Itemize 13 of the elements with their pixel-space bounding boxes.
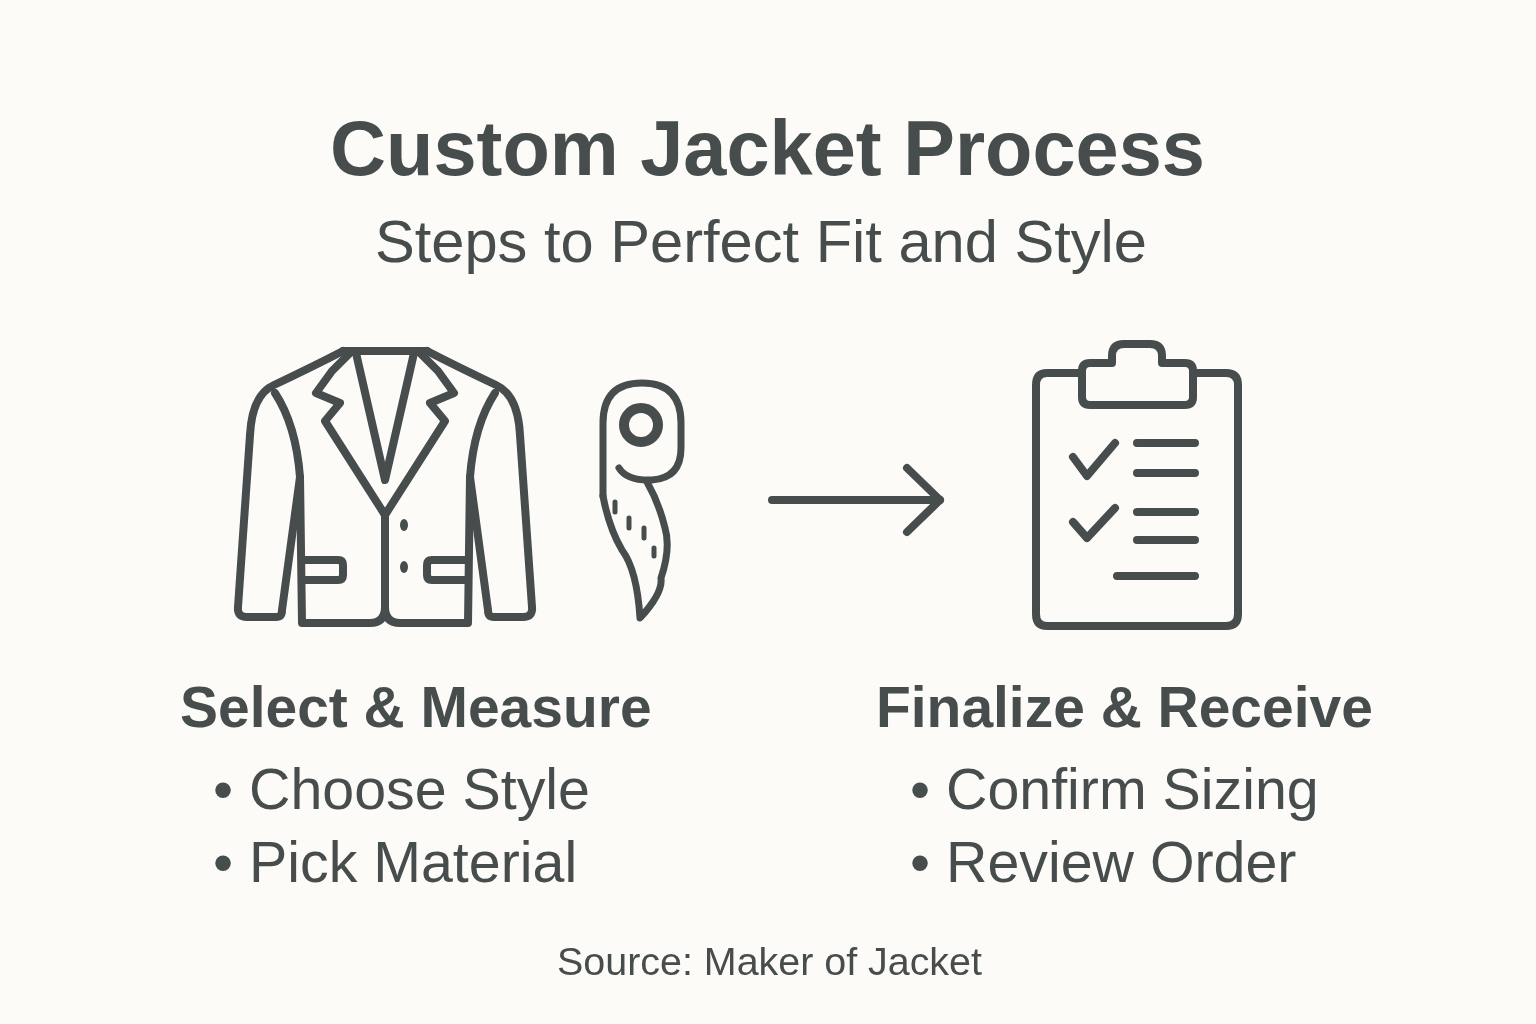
list-item: • Review Order (910, 834, 1297, 892)
title: Custom Jacket Process (330, 110, 1205, 188)
step-heading: Finalize & Receive (876, 678, 1373, 736)
list-item: • Pick Material (213, 834, 578, 892)
step-heading: Select & Measure (180, 678, 652, 736)
subtitle: Steps to Perfect Fit and Style (375, 211, 1147, 272)
source-note: Source: Maker of Jacket (557, 941, 982, 982)
arrow (768, 464, 944, 536)
tape-measure-icon (597, 378, 687, 623)
list-item: • Choose Style (213, 761, 590, 819)
clipboard-icon (1032, 340, 1242, 630)
list-item: • Confirm Sizing (910, 761, 1319, 819)
jacket-icon (232, 345, 538, 630)
